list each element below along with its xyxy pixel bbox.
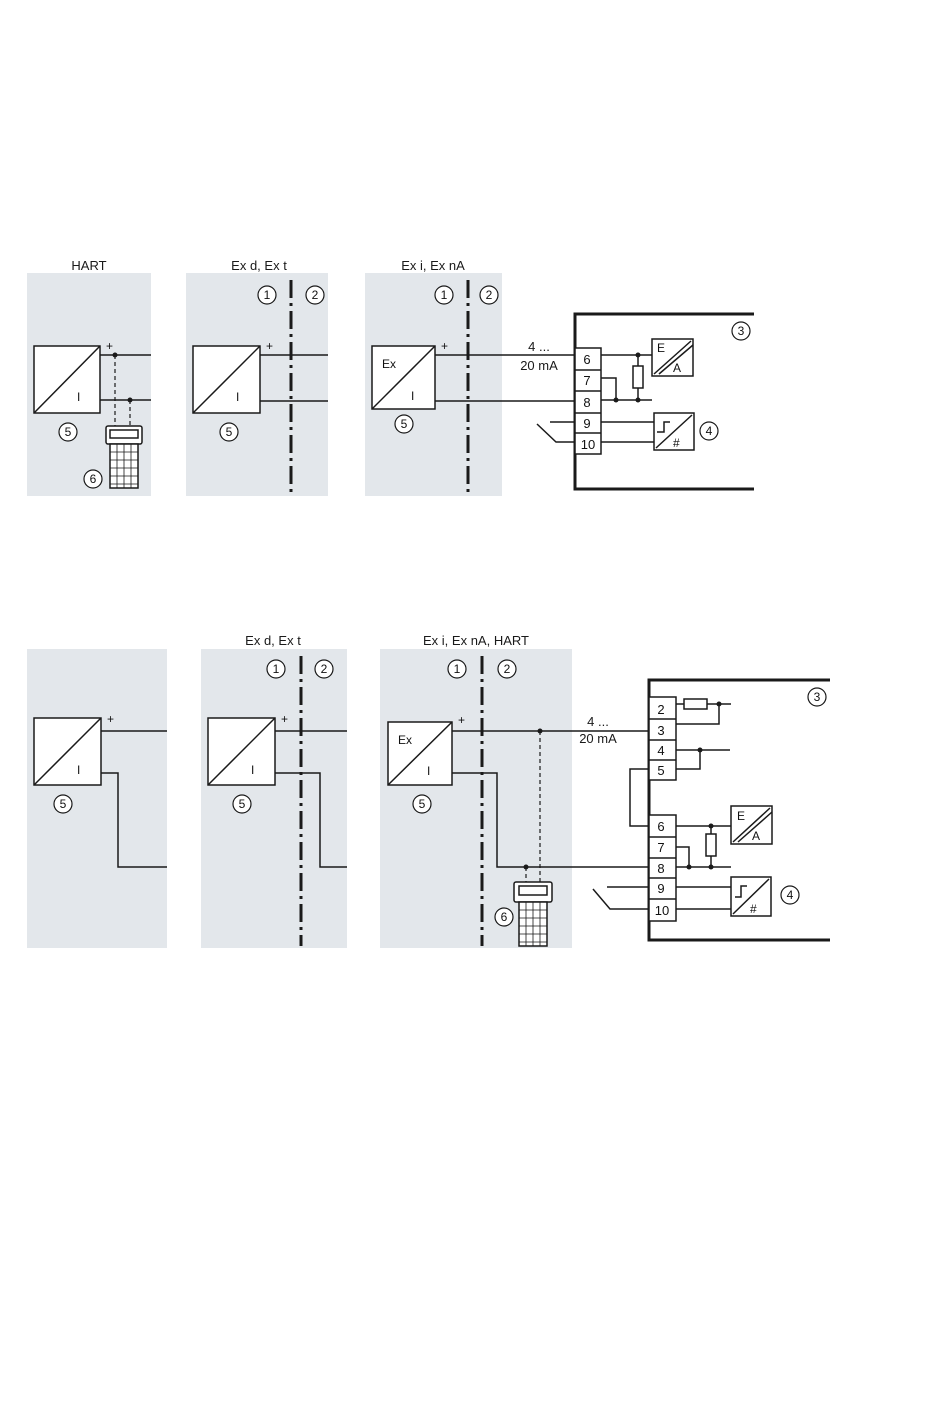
plus-label: + [266,339,273,353]
digital-input-icon: # [731,877,771,916]
i-label: I [77,763,80,777]
terminal-block-upper: 2 3 4 5 [649,697,676,780]
hart-panel [27,649,167,948]
svg-text:2: 2 [321,662,328,676]
svg-text:2: 2 [486,288,493,302]
terminal-6: 6 [583,352,590,367]
svg-text:5: 5 [401,417,408,431]
terminal-8: 8 [583,395,590,410]
plus-label: + [441,339,448,353]
svg-text:3: 3 [738,324,745,338]
svg-text:1: 1 [441,288,448,302]
svg-text:A: A [673,361,681,375]
svg-text:2: 2 [312,288,319,302]
current-range-line2: 20 mA [579,731,617,746]
panel-title-exd: Ex d, Ex t [245,633,301,648]
svg-text:A: A [752,829,760,843]
terminal-6: 6 [657,819,664,834]
terminal-4: 4 [657,743,664,758]
exd-panel [201,649,347,948]
svg-text:1: 1 [454,662,461,676]
terminal-9: 9 [583,416,590,431]
svg-text:4: 4 [706,424,713,438]
svg-text:3: 3 [814,690,821,704]
analog-converter-icon: E A [652,339,693,376]
terminal-3: 3 [657,723,664,738]
svg-text:E: E [737,809,745,823]
terminal-2: 2 [657,702,664,717]
terminal-9: 9 [657,881,664,896]
panel-title-exd: Ex d, Ex t [231,258,287,273]
plus-label: + [281,712,288,726]
terminal-10: 10 [581,437,595,452]
digital-input-icon: # [654,413,694,450]
ex-label: Ex [398,733,412,747]
resistor-icon [684,699,707,709]
svg-text:6: 6 [90,472,97,486]
svg-text:4: 4 [787,888,794,902]
current-range-line1: 4 ... [587,714,609,729]
svg-text:5: 5 [419,797,426,811]
panel-title-exi-hart: Ex i, Ex nA, HART [423,633,529,648]
svg-text:5: 5 [239,797,246,811]
plus-label: + [458,713,465,727]
terminal-block-lower: 6 7 8 9 10 [649,815,676,921]
i-label: I [251,763,254,777]
i-label: I [427,764,430,778]
terminal-5: 5 [657,763,664,778]
ex-label: Ex [382,357,396,371]
svg-text:5: 5 [226,425,233,439]
plus-label: + [107,712,114,726]
terminal-7: 7 [583,373,590,388]
svg-text:1: 1 [273,662,280,676]
svg-text:5: 5 [60,797,67,811]
hart-handheld-icon [106,426,142,488]
svg-text:#: # [673,436,680,450]
terminal-10: 10 [655,903,669,918]
panel-title-hart: HART [71,258,106,273]
svg-text:E: E [657,341,665,355]
i-label: I [411,389,414,403]
current-range-line2: 20 mA [520,358,558,373]
svg-text:5: 5 [65,425,72,439]
analog-converter-icon: E A [731,806,772,844]
resistor-icon [706,834,716,856]
svg-text:1: 1 [264,288,271,302]
i-label: I [77,390,80,404]
svg-text:6: 6 [501,910,508,924]
terminal-7: 7 [657,840,664,855]
panel-title-exi: Ex i, Ex nA [401,258,465,273]
plus-label: + [106,339,113,353]
bottom-diagram: Ex d, Ex t Ex i, Ex nA, HART I + 5 I + 1… [27,633,830,948]
svg-text:2: 2 [504,662,511,676]
hart-handheld-icon [514,882,552,946]
resistor-icon [633,366,643,388]
terminal-block: 6 7 8 9 10 [575,348,601,454]
i-label: I [236,390,239,404]
svg-text:#: # [750,902,757,916]
current-range-line1: 4 ... [528,339,550,354]
top-diagram: HART Ex d, Ex t Ex i, Ex nA I + 5 6 I + [27,258,754,496]
terminal-8: 8 [657,861,664,876]
